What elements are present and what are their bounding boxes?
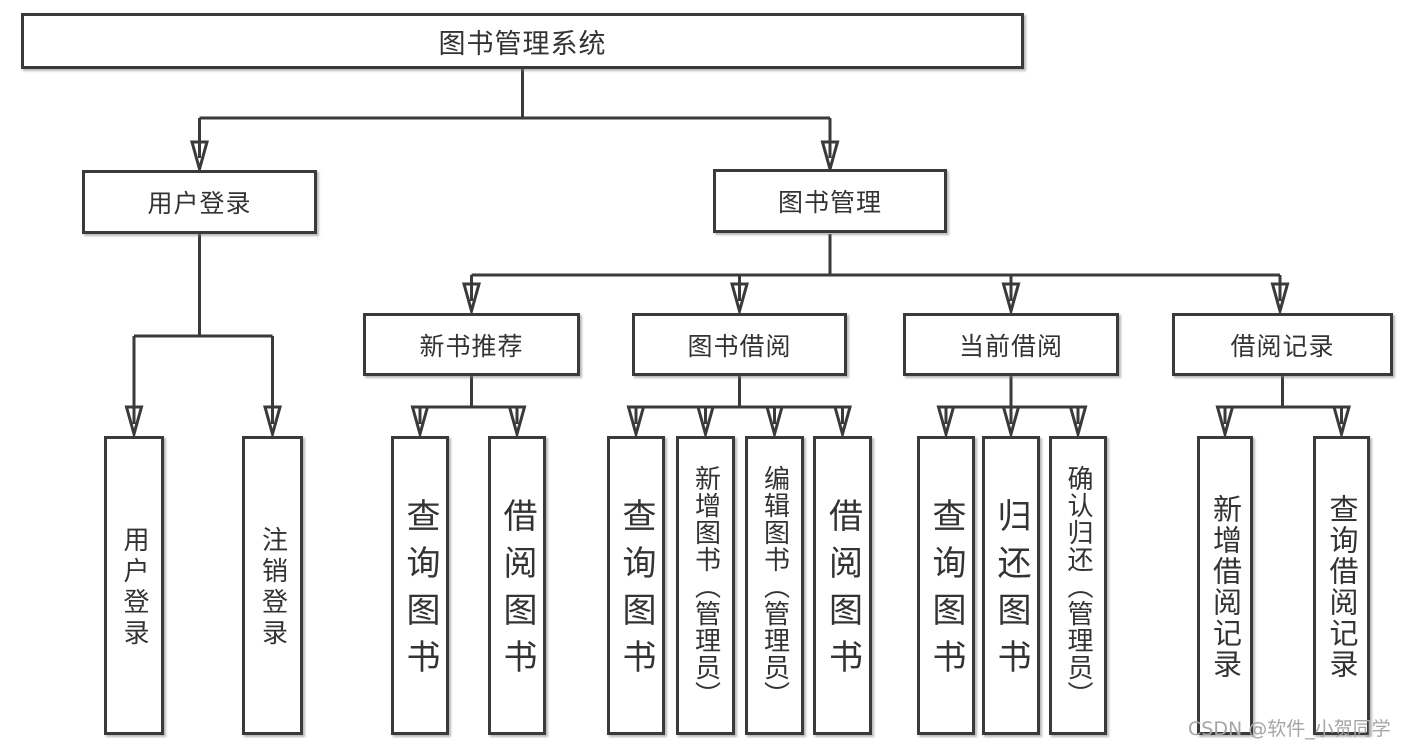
leaf-recommend-borrow-book-label: 借阅图书 bbox=[497, 498, 537, 686]
connector-newbook-to-leaves bbox=[411, 376, 526, 436]
connector-records-to-leaves bbox=[1216, 376, 1351, 436]
leaf-user-login-label: 用户登录 bbox=[119, 526, 149, 650]
node-current-borrow: 当前借阅 bbox=[903, 313, 1119, 376]
node-borrow-records-label: 借阅记录 bbox=[1230, 331, 1335, 361]
leaf-logout: 注销登录 bbox=[242, 436, 303, 735]
leaf-borrow-edit-book-admin-label: 编辑图书（管理员） bbox=[759, 464, 790, 708]
leaf-current-return-book-label: 归还图书 bbox=[991, 498, 1031, 686]
leaf-borrow-add-book-admin: 新增图书（管理员） bbox=[676, 436, 735, 735]
node-current-borrow-label: 当前借阅 bbox=[958, 331, 1063, 361]
leaf-recommend-query-book-label: 查询图书 bbox=[400, 498, 440, 686]
leaf-recommend-query-book: 查询图书 bbox=[391, 436, 449, 735]
node-user-login-label: 用户登录 bbox=[147, 189, 252, 218]
watermark-text: CSDN @软件_小贺同学 bbox=[1188, 718, 1391, 740]
node-book-borrow: 图书借阅 bbox=[632, 313, 847, 376]
node-book-borrow-label: 图书借阅 bbox=[687, 331, 792, 361]
leaf-borrow-edit-book-admin: 编辑图书（管理员） bbox=[745, 436, 804, 735]
leaf-borrow-query-book-label: 查询图书 bbox=[616, 498, 656, 686]
leaf-recommend-borrow-book: 借阅图书 bbox=[488, 436, 546, 735]
leaf-borrow-borrow-book-label: 借阅图书 bbox=[822, 498, 863, 686]
leaf-current-return-book: 归还图书 bbox=[982, 436, 1040, 735]
leaf-records-add-record-label: 新增借阅记录 bbox=[1208, 493, 1243, 680]
leaf-current-confirm-return-admin-label: 确认归还（管理员） bbox=[1063, 464, 1093, 708]
node-new-book-recommend: 新书推荐 bbox=[363, 313, 580, 376]
leaf-current-confirm-return-admin: 确认归还（管理员） bbox=[1049, 436, 1107, 735]
leaf-current-query-book-label: 查询图书 bbox=[926, 498, 966, 686]
connector-bookborrow-to-leaves bbox=[627, 376, 852, 436]
connector-currentborrow-to-leaves bbox=[937, 376, 1087, 436]
leaf-borrow-query-book: 查询图书 bbox=[607, 436, 665, 735]
connector-userlogin-to-leaves bbox=[125, 234, 282, 436]
node-user-login: 用户登录 bbox=[82, 170, 317, 234]
node-root-label: 图书管理系统 bbox=[438, 28, 607, 60]
leaf-records-add-record: 新增借阅记录 bbox=[1197, 436, 1253, 735]
connector-root-to-level2 bbox=[190, 69, 839, 171]
connector-bookmgmt-to-level3 bbox=[462, 234, 1289, 313]
leaf-logout-label: 注销登录 bbox=[257, 526, 288, 650]
leaf-current-query-book: 查询图书 bbox=[917, 436, 975, 735]
node-borrow-records: 借阅记录 bbox=[1172, 313, 1393, 376]
node-book-management: 图书管理 bbox=[713, 169, 947, 233]
leaf-user-login: 用户登录 bbox=[104, 436, 164, 735]
leaf-borrow-add-book-admin-label: 新增图书（管理员） bbox=[690, 464, 721, 708]
node-new-book-recommend-label: 新书推荐 bbox=[419, 331, 524, 361]
node-root: 图书管理系统 bbox=[21, 13, 1024, 69]
leaf-records-query-record-label: 查询借阅记录 bbox=[1325, 493, 1359, 680]
leaf-records-query-record: 查询借阅记录 bbox=[1313, 436, 1370, 735]
leaf-borrow-borrow-book: 借阅图书 bbox=[813, 436, 872, 735]
node-book-management-label: 图书管理 bbox=[777, 188, 882, 217]
